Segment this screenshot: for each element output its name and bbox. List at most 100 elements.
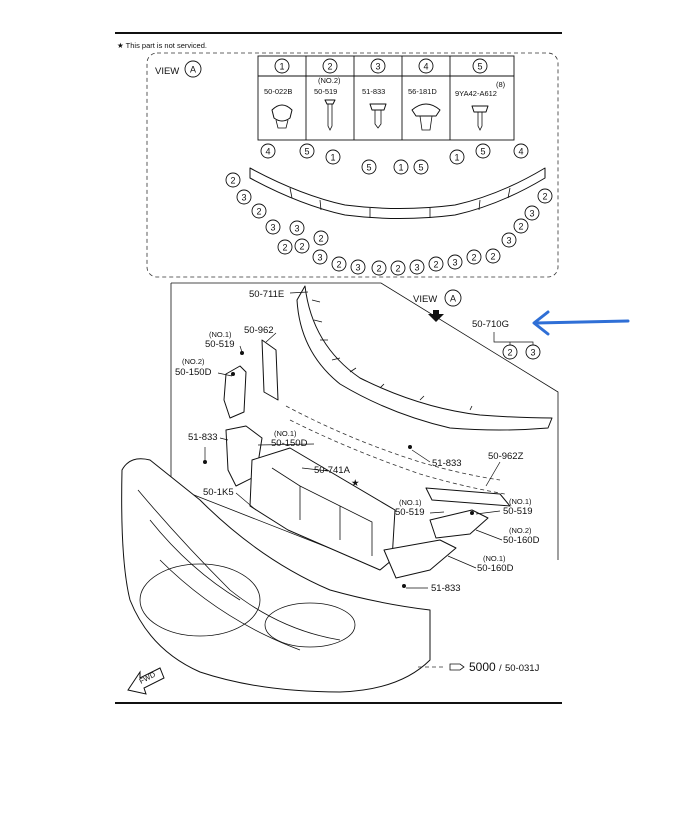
not-serviced-note: ★ This part is not serviced. — [117, 41, 207, 50]
view-a-callout — [371, 260, 387, 276]
hex-bolt-icon — [471, 105, 489, 113]
svg-text:3: 3 — [530, 348, 535, 358]
view-a-callout — [289, 220, 305, 236]
svg-text:A: A — [190, 65, 196, 75]
svg-text:50-150D: 50-150D — [271, 438, 308, 449]
svg-text:50-1K5: 50-1K5 — [203, 487, 234, 498]
view-a-callout — [428, 256, 444, 272]
view-a-callout-number: 3 — [529, 209, 534, 219]
view-a-callout-number: 2 — [376, 264, 381, 274]
svg-text:5000: 5000 — [469, 660, 496, 674]
reference-5000: 5000 / 50-031J — [418, 660, 540, 674]
view-a-callout — [485, 248, 501, 264]
view-a-callout — [513, 143, 529, 159]
svg-text:5: 5 — [477, 62, 482, 72]
view-a-callout-number: 2 — [282, 243, 287, 253]
table-col-4: 4 56-181D — [408, 58, 441, 131]
view-a-callout — [299, 143, 315, 159]
view-a-callout — [475, 143, 491, 159]
svg-text:4: 4 — [423, 62, 428, 72]
svg-text:(NO.1): (NO.1) — [209, 330, 232, 339]
view-a-callout-number: 3 — [317, 253, 322, 263]
view-a-callout-number: 2 — [299, 242, 304, 252]
parts-table: 1 50-022B 2 (NO.2) 50-519 3 51-833 4 56-… — [257, 55, 515, 141]
bracket-50-160d-upper — [429, 509, 489, 539]
view-a-callout — [313, 230, 329, 246]
view-a-callout-number: 3 — [241, 193, 246, 203]
table-col-3: 3 51-833 — [362, 58, 387, 129]
svg-text:50-031J: 50-031J — [505, 663, 540, 674]
view-a-callout-number: 3 — [294, 224, 299, 234]
view-a-callout — [277, 239, 293, 255]
svg-text:50-150D: 50-150D — [175, 367, 212, 378]
screw-icon — [324, 99, 336, 105]
view-a-callout-number: 1 — [330, 153, 335, 163]
table-col-1: 1 50-022B — [264, 58, 293, 129]
svg-text:51-833: 51-833 — [362, 87, 385, 96]
svg-text:2: 2 — [507, 348, 512, 358]
view-a-callout-number: 2 — [518, 222, 523, 232]
svg-text:(8): (8) — [496, 80, 506, 89]
fasteners — [203, 351, 474, 588]
svg-text:(NO.2): (NO.2) — [318, 76, 341, 85]
lower-strip — [285, 405, 506, 495]
retainer-icon — [411, 103, 441, 117]
svg-text:50-710G: 50-710G — [472, 319, 509, 330]
svg-text:50-519: 50-519 — [503, 506, 533, 517]
view-a-callout-number: 3 — [506, 236, 511, 246]
view-a-callout — [449, 149, 465, 165]
view-a-callout — [265, 219, 281, 235]
view-a-callout — [350, 259, 366, 275]
view-a-callout — [251, 203, 267, 219]
svg-text:(NO.1): (NO.1) — [399, 498, 422, 507]
svg-text:VIEW: VIEW — [155, 66, 179, 77]
view-a-callout — [466, 249, 482, 265]
view-a-callout — [413, 159, 429, 175]
view-a-callout-number: 3 — [355, 263, 360, 273]
view-a-strip — [249, 167, 546, 219]
svg-text:/: / — [499, 663, 502, 674]
view-a-callout-number: 5 — [304, 147, 309, 157]
svg-text:50-519: 50-519 — [314, 87, 337, 96]
view-a-callout — [294, 238, 310, 254]
view-a-callout-number: 2 — [256, 207, 261, 217]
pointing-hand-icon — [449, 663, 465, 671]
upper-grille-bar — [296, 285, 553, 431]
view-a-callout — [260, 143, 276, 159]
svg-text:2: 2 — [327, 62, 332, 72]
view-a-callout-number: 2 — [471, 253, 476, 263]
fwd-arrow-icon: FWD — [127, 667, 165, 695]
svg-text:3: 3 — [375, 62, 380, 72]
view-a-callout — [325, 149, 341, 165]
bracket-50-150d-upper — [223, 365, 247, 419]
bracket-50-962 — [261, 339, 279, 401]
center-panel-50-741a — [249, 447, 396, 571]
view-a-callout-number: 3 — [452, 258, 457, 268]
view-a-callout-number: 2 — [318, 234, 323, 244]
view-a-callout-number: 5 — [480, 147, 485, 157]
view-a-callout-number: 5 — [366, 163, 371, 173]
view-a-callout — [236, 189, 252, 205]
view-a-callout — [361, 159, 377, 175]
svg-text:(NO.2): (NO.2) — [182, 357, 205, 366]
leader-lines — [204, 291, 503, 589]
view-a-callout — [331, 256, 347, 272]
svg-text:(NO.1): (NO.1) — [483, 554, 506, 563]
bumper-fascia — [121, 458, 431, 693]
view-a-callout-number: 1 — [454, 153, 459, 163]
svg-text:51-833: 51-833 — [431, 583, 461, 594]
view-a-callout-number: 2 — [433, 260, 438, 270]
view-a-callout — [447, 254, 463, 270]
view-a-callout — [501, 232, 517, 248]
view-a-callout-number: 4 — [518, 147, 523, 157]
svg-text:51-833: 51-833 — [432, 458, 462, 469]
blue-pointer-arrow — [532, 310, 630, 336]
view-a-callout-number: 2 — [395, 264, 400, 274]
svg-text:51-833: 51-833 — [188, 432, 218, 443]
view-a-callout-number: 5 — [418, 163, 423, 173]
clip-icon — [271, 104, 293, 122]
svg-text:56-181D: 56-181D — [408, 87, 437, 96]
view-a-callout — [393, 159, 409, 175]
